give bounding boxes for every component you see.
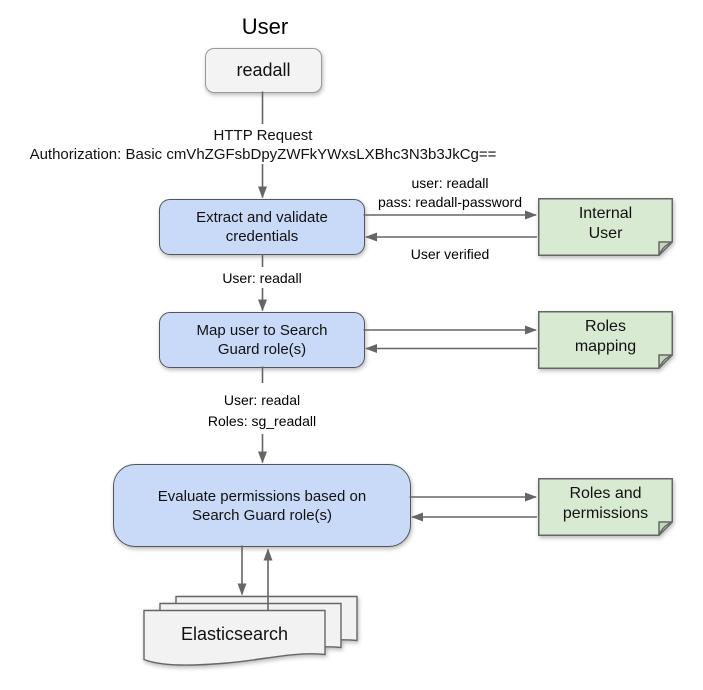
note-shape <box>538 198 673 256</box>
folded-corner-icon <box>658 241 673 256</box>
note-roles-mapping: Roles mapping <box>538 311 673 369</box>
note-internal-user-label: Internal User <box>578 205 633 242</box>
actor-label: readall <box>236 60 291 80</box>
datastore-elasticsearch <box>143 595 358 666</box>
note-internal-user: Internal User <box>538 198 673 256</box>
note-roles-permissions: Roles and permissions <box>538 478 673 536</box>
note-roles-mapping-label: Roles mapping <box>574 318 637 355</box>
document-sheet-front <box>143 609 326 666</box>
note-body <box>538 198 673 256</box>
note-body <box>538 311 673 369</box>
user-verified-label: User verified <box>410 246 490 262</box>
process-map-roles: Map user to Search Guard role(s) <box>159 312 365 368</box>
credentials-sent-label: user: readall pass: readall-password <box>378 175 522 210</box>
page-title: User <box>241 14 289 39</box>
note-shape <box>538 311 673 369</box>
folded-corner-icon <box>658 354 673 369</box>
folded-corner-icon <box>658 521 673 536</box>
process-extract-credentials: Extract and validate credentials <box>159 199 365 255</box>
datastore-label: Elasticsearch <box>180 624 289 644</box>
note-roles-permissions-label: Roles and permissions <box>562 485 649 522</box>
process-evaluate-permissions: Evaluate permissions based on Search Gua… <box>113 464 411 547</box>
note-shape <box>538 478 673 536</box>
note-body <box>538 478 673 536</box>
http-request-label: HTTP Request Authorization: Basic cmVhZG… <box>29 127 497 163</box>
after-map-label: User: readal Roles: sg_readall <box>207 392 317 429</box>
actor-node-readall: readall <box>205 48 322 93</box>
after-extract-label: User: readall <box>222 270 302 286</box>
